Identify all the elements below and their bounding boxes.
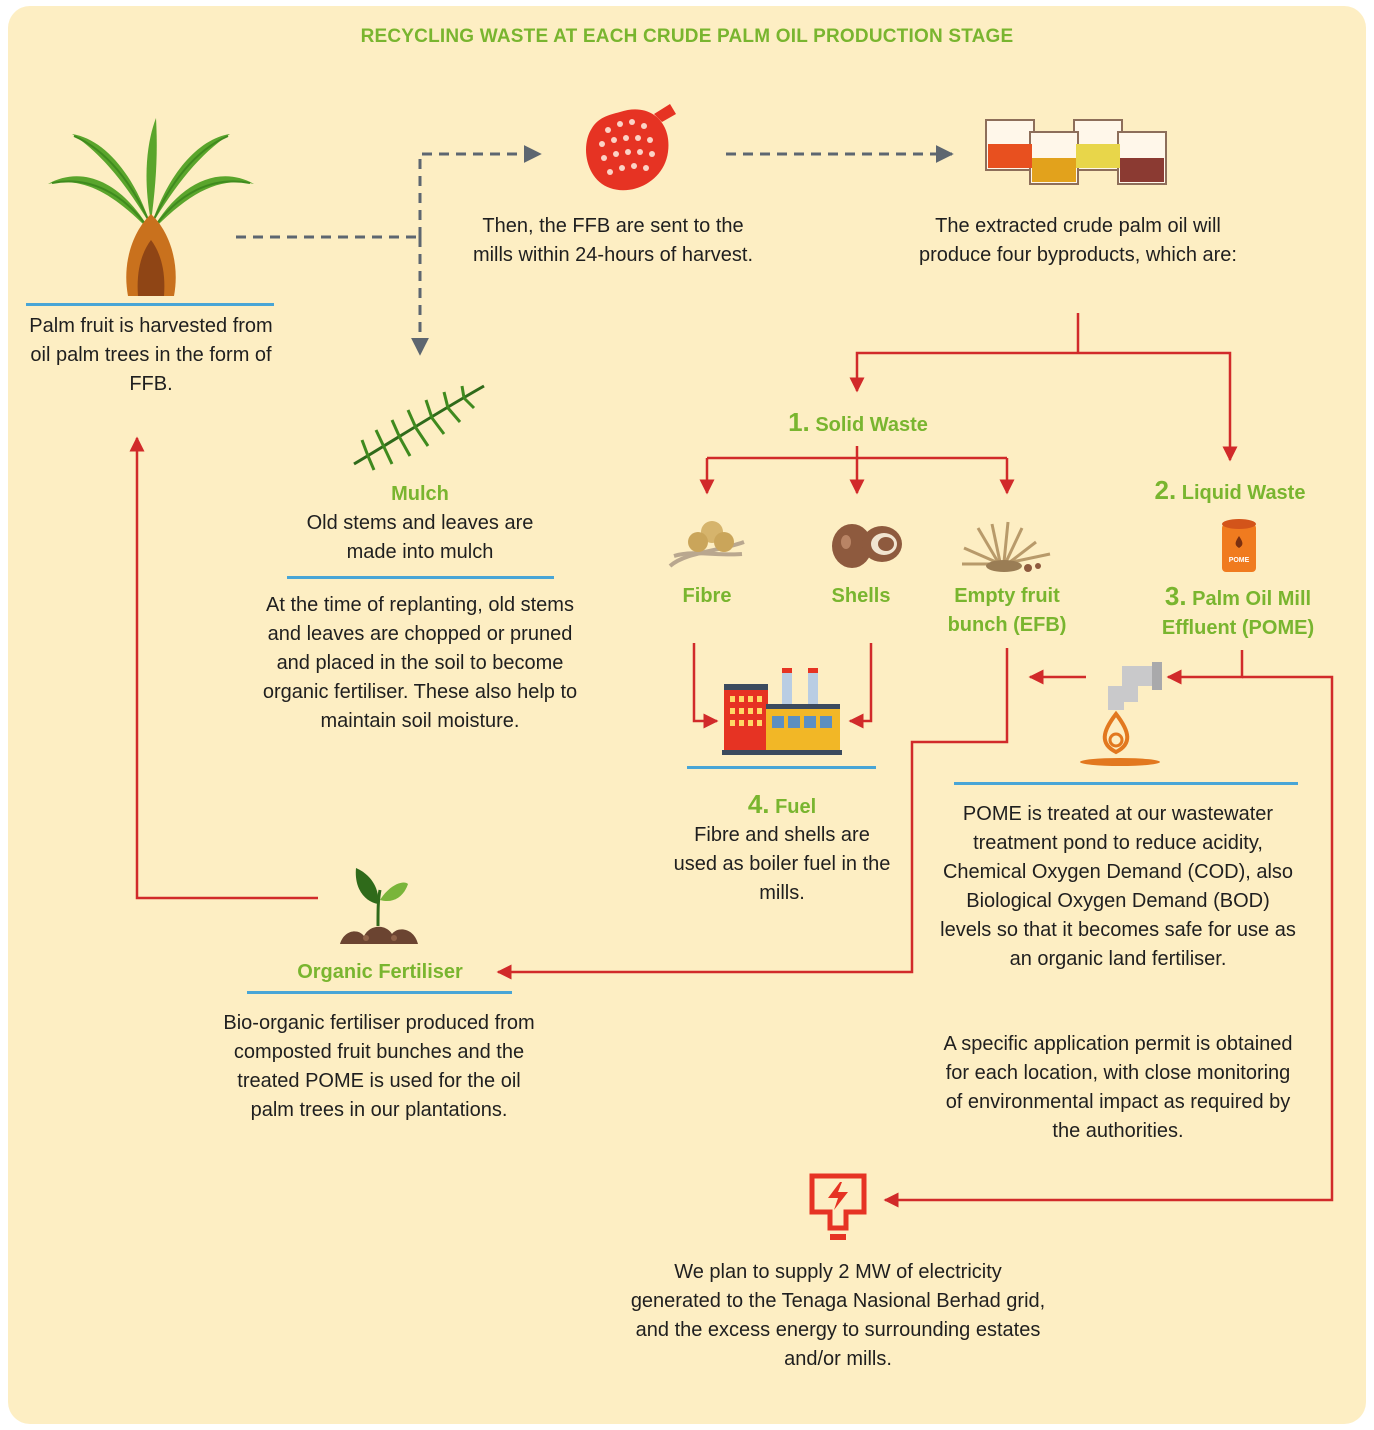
fuel-rule <box>687 766 876 769</box>
harvest-rule <box>26 303 274 306</box>
fibre-label: Fibre <box>682 585 732 607</box>
red-efb-to-fertiliser <box>496 648 1009 980</box>
pome-treatment-text: POME is treated at our wastewater treatm… <box>940 803 1296 970</box>
solid-waste-number: 1. <box>788 407 810 437</box>
mulch-rule <box>287 576 554 579</box>
fuel-label: Fuel <box>775 796 817 818</box>
permit-text: A specific application permit is obtaine… <box>943 1033 1293 1142</box>
factory-icon <box>722 668 842 755</box>
pome-label: Palm Oil Mill Effluent (POME) <box>1161 588 1315 639</box>
oil-beakers-icon <box>985 119 1167 185</box>
liquid-waste-label: Liquid Waste <box>1181 482 1306 504</box>
extract-text: The extracted crude palm oil will produc… <box>919 215 1237 266</box>
fuel-heading: 4. Fuel <box>700 790 864 822</box>
mulch-heading: Mulch <box>391 483 449 505</box>
empty-fruit-bunch-icon <box>962 521 1051 572</box>
fibre-icon <box>668 521 745 568</box>
red-pome-to-electricity <box>883 675 1334 1208</box>
electricity-icon <box>809 1173 867 1240</box>
mills-text: Then, the FFB are sent to the mills with… <box>472 215 754 266</box>
background-panel <box>8 6 1366 1424</box>
pome-oil-can-icon: POME <box>1222 519 1256 572</box>
liquid-waste-number: 2. <box>1154 475 1177 505</box>
seedling-icon <box>340 868 418 944</box>
liquid-waste-heading: 2. Liquid Waste <box>1132 476 1328 508</box>
solid-waste-label: Solid Waste <box>815 414 928 436</box>
red-fibre-to-factory <box>692 643 719 729</box>
palm-tree-icon <box>48 118 254 296</box>
fertiliser-heading: Organic Fertiliser <box>297 961 463 983</box>
palm-leaf-icon <box>353 384 485 471</box>
pome-treatment-rule <box>954 782 1298 785</box>
red-to-solid <box>849 351 1078 393</box>
red-pome-line <box>1166 650 1244 685</box>
pome-can-text: POME <box>1229 557 1250 564</box>
fresh-fruit-bunch-icon <box>586 104 676 191</box>
pome-heading: 3. Palm Oil Mill Effluent (POME) <box>1132 582 1344 643</box>
solid-waste-heading: 1. Solid Waste <box>760 408 956 440</box>
fuel-text: Fibre and shells are used as boiler fuel… <box>673 824 891 904</box>
pome-number: 3. <box>1164 581 1187 611</box>
fertiliser-rule <box>247 991 512 994</box>
harvest-text: Palm fruit is harvested from oil palm tr… <box>29 315 273 395</box>
fertiliser-text: Bio-organic fertiliser produced from com… <box>223 1012 535 1121</box>
efb-label: Empty fruit bunch (EFB) <box>947 585 1067 636</box>
red-to-liquid <box>1078 351 1238 462</box>
dash-to-mills <box>418 145 542 237</box>
diagram-title: RECYCLING WASTE AT EACH CRUDE PALM OIL P… <box>360 26 1014 47</box>
shells-icon <box>832 524 902 568</box>
mulch-subtext: Old stems and leaves are made into mulch <box>306 512 534 563</box>
red-shells-to-factory <box>848 643 873 729</box>
mulch-detail: At the time of replanting, old stems and… <box>262 594 578 732</box>
shells-label: Shells <box>831 585 891 607</box>
red-fertiliser-to-tree <box>129 436 318 900</box>
electricity-text: We plan to supply 2 MW of electricity ge… <box>630 1261 1046 1370</box>
fuel-number: 4. <box>747 789 770 819</box>
water-tap-icon <box>1080 662 1162 766</box>
